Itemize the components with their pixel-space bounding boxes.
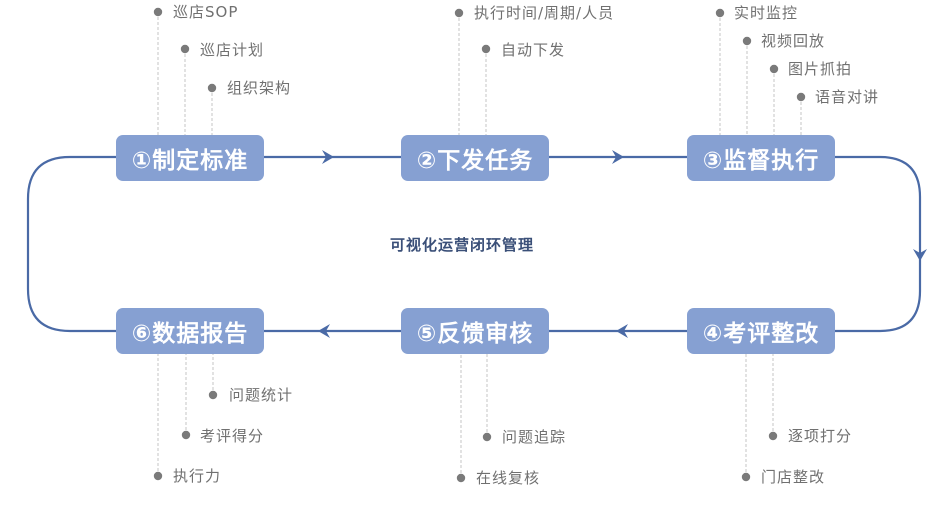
step-4-item: 门店整改 <box>761 468 826 486</box>
step-1-item: 巡店计划 <box>200 41 265 59</box>
step-6-item: 执行力 <box>173 467 222 485</box>
step-1-item: 组织架构 <box>227 79 292 97</box>
step-6-box: ⑥数据报告 <box>116 308 264 354</box>
bullet-dot-icon <box>715 8 725 18</box>
arrow-right-icon <box>612 150 624 164</box>
step-1-box: ①制定标准 <box>116 135 264 181</box>
step-4-item: 逐项打分 <box>788 427 853 445</box>
bullet-dot-icon <box>181 430 191 440</box>
right-loop-path <box>833 155 922 333</box>
bullet-dot-icon <box>207 83 217 93</box>
step-2-item: 执行时间/周期/人员 <box>474 4 615 22</box>
step-6-item: 考评得分 <box>200 427 265 445</box>
step-5-item: 问题追踪 <box>502 428 567 446</box>
step-6-item: 问题统计 <box>229 386 294 404</box>
bullet-dot-icon <box>742 36 752 46</box>
bullet-dot-icon <box>180 44 190 54</box>
step-5-item: 在线复核 <box>476 469 541 487</box>
step-3-item: 视频回放 <box>761 32 826 50</box>
bullet-dot-icon <box>741 472 751 482</box>
arrow-down-icon <box>913 249 927 261</box>
bullet-dot-icon <box>768 431 778 441</box>
bullet-dot-icon <box>482 432 492 442</box>
bullet-dot-icon <box>208 390 218 400</box>
loop-path <box>26 155 120 333</box>
bullet-dot-icon <box>769 64 779 74</box>
bullet-dot-icon <box>796 92 806 102</box>
step-3-item: 实时监控 <box>734 4 799 22</box>
arrow-right-icon <box>322 150 334 164</box>
step-5-box: ⑤反馈审核 <box>401 308 549 354</box>
step-3-item: 图片抓拍 <box>788 60 853 78</box>
bullet-dot-icon <box>153 471 163 481</box>
step-4-box: ④考评整改 <box>687 308 835 354</box>
step-3-item: 语音对讲 <box>815 88 880 106</box>
bullet-dot-icon <box>481 44 491 54</box>
step-2-box: ②下发任务 <box>401 135 549 181</box>
diagram-title: 可视化运营闭环管理 <box>390 236 535 254</box>
step-2-item: 自动下发 <box>501 41 566 59</box>
bullet-dot-icon <box>454 8 464 18</box>
bullet-dot-icon <box>153 7 163 17</box>
arrow-left-icon <box>318 324 330 338</box>
step-1-item: 巡店SOP <box>173 3 239 21</box>
arrow-left-icon <box>616 324 628 338</box>
step-3-box: ③监督执行 <box>687 135 835 181</box>
bullet-dot-icon <box>456 473 466 483</box>
